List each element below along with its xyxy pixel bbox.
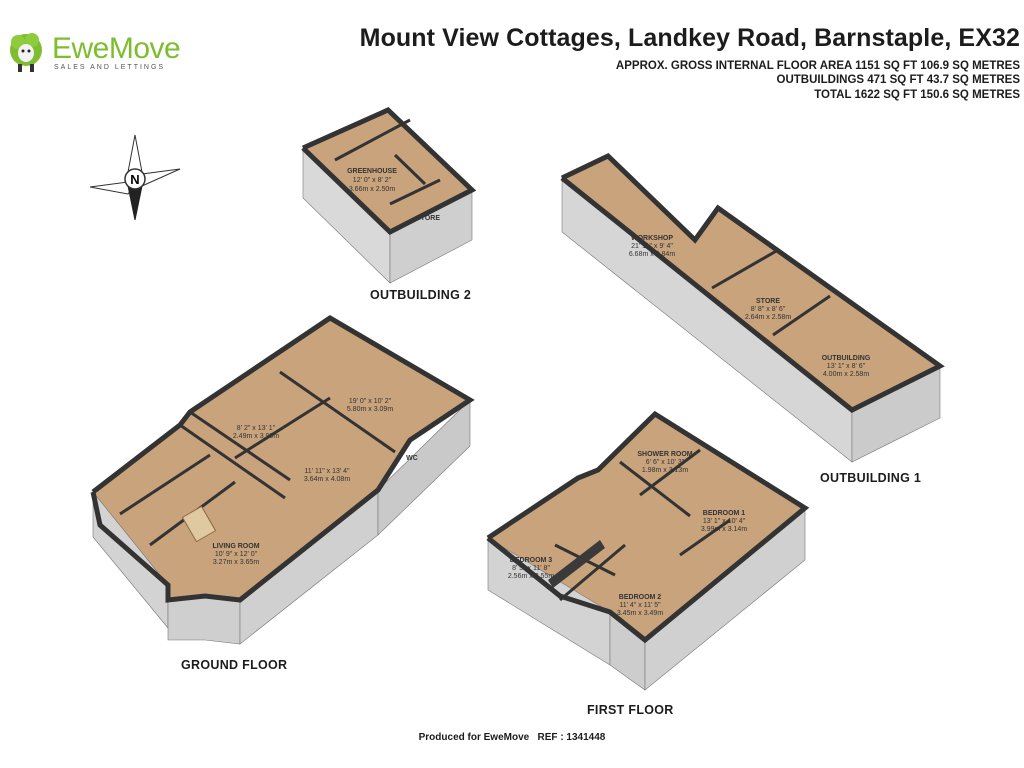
room-size-metric: 1.98m x 3.13m bbox=[642, 467, 688, 474]
compass-icon: N bbox=[89, 134, 181, 221]
room-name: WORKSHOP bbox=[631, 235, 673, 242]
room-name: STORE bbox=[416, 215, 440, 222]
room-size-metric: 3.27m x 3.65m bbox=[213, 559, 259, 566]
room-size-metric: 3.64m x 4.08m bbox=[304, 476, 350, 483]
logo-wordmark: EweMove bbox=[52, 32, 181, 65]
room-size-metric: 6.68m x 2.84m bbox=[629, 251, 675, 258]
room-name: SHOWER ROOM bbox=[637, 451, 692, 458]
room-label-bedroom-3: BEDROOM 3 8' 5" x 11' 8" 2.56m x 3.55m bbox=[508, 557, 554, 580]
room-size-imperial: 11' 11" x 13' 4" bbox=[304, 468, 350, 475]
ewemove-logo bbox=[4, 26, 194, 78]
room-size-metric: 4.00m x 2.58m bbox=[823, 371, 869, 378]
first-floor-plan bbox=[486, 410, 810, 691]
room-label-living-room: LIVING ROOM 10' 9" x 12' 0" 3.27m x 3.65… bbox=[212, 543, 259, 566]
room-label-workshop: WORKSHOP 21' 11" x 9' 4" 6.68m x 2.84m bbox=[629, 235, 675, 258]
page-title: Mount View Cottages, Landkey Road, Barns… bbox=[359, 24, 1020, 52]
area-total: TOTAL 1622 SQ FT 150.6 SQ METRES bbox=[814, 89, 1020, 101]
outbuilding-2-plan bbox=[301, 107, 477, 284]
room-name: BEDROOM 2 bbox=[619, 594, 662, 601]
room-label-wc: WC bbox=[406, 455, 418, 462]
room-name: LIVING ROOM bbox=[212, 543, 259, 550]
room-size-imperial: 11' 4" x 11' 5" bbox=[619, 602, 661, 609]
room-size-metric: 5.80m x 3.09m bbox=[347, 406, 393, 413]
room-size-imperial: 6' 6" x 10' 3" bbox=[646, 459, 685, 466]
room-size-imperial: 8' 2" x 13' 1" bbox=[237, 425, 276, 432]
room-label-greenhouse: GREENHOUSE 12' 0" x 8' 2" 3.66m x 2.50m bbox=[347, 168, 397, 193]
room-size-imperial: 8' 8" x 8' 6" bbox=[751, 306, 786, 313]
footer-reference: Produced for EweMove REF : 1341448 bbox=[418, 732, 606, 743]
area-gross: APPROX. GROSS INTERNAL FLOOR AREA 1151 S… bbox=[615, 60, 1020, 72]
room-size-metric: 2.64m x 2.58m bbox=[745, 314, 791, 321]
room-label-outbuilding: OUTBUILDING 13' 1" x 8' 6" 4.00m x 2.58m bbox=[822, 355, 871, 378]
room-size-imperial: 8' 5" x 11' 8" bbox=[512, 565, 550, 572]
room-label-dining: 8' 2" x 13' 1" 2.49m x 3.99m bbox=[233, 425, 279, 440]
room-name: BEDROOM 1 bbox=[703, 510, 746, 517]
room-size-metric: 2.49m x 3.99m bbox=[233, 433, 279, 440]
floor-label-outbuilding-1: OUTBUILDING 1 bbox=[820, 471, 922, 485]
floor-label-outbuilding-2: OUTBUILDING 2 bbox=[370, 288, 472, 302]
room-size-metric: 3.99m x 3.14m bbox=[701, 526, 747, 533]
floor-label-first: FIRST FLOOR bbox=[587, 703, 674, 717]
room-name: STORE bbox=[756, 298, 780, 305]
room-size-imperial: 13' 1" x 8' 6" bbox=[827, 363, 866, 370]
outbuilding-1-plan bbox=[560, 152, 945, 463]
room-name: BEDROOM 3 bbox=[510, 557, 553, 564]
room-label-kitchen: 19' 0" x 10' 2" 5.80m x 3.09m bbox=[347, 398, 393, 413]
room-size-imperial: 19' 0" x 10' 2" bbox=[349, 398, 392, 405]
room-name: OUTBUILDING bbox=[822, 355, 871, 362]
area-outbuildings: OUTBUILDINGS 471 SQ FT 43.7 SQ METRES bbox=[776, 74, 1020, 86]
room-size-imperial: 13' 1" x 10' 4" bbox=[703, 518, 746, 525]
room-label-ob1-store: STORE 8' 8" x 8' 6" 2.64m x 2.58m bbox=[745, 298, 791, 321]
floor-label-ground: GROUND FLOOR bbox=[181, 658, 288, 672]
room-size-metric: 2.56m x 3.55m bbox=[508, 573, 554, 580]
room-label-reception: 11' 11" x 13' 4" 3.64m x 4.08m bbox=[304, 468, 350, 483]
compass-label: N bbox=[130, 172, 139, 187]
room-label-ob2-store: STORE bbox=[416, 215, 440, 222]
room-label-shower-room: SHOWER ROOM 6' 6" x 10' 3" 1.98m x 3.13m bbox=[637, 451, 692, 474]
ground-floor-plan bbox=[90, 315, 475, 645]
room-label-bedroom-1: BEDROOM 1 13' 1" x 10' 4" 3.99m x 3.14m bbox=[701, 510, 747, 533]
room-size-metric: 3.66m x 2.50m bbox=[349, 186, 395, 193]
room-size-imperial: 12' 0" x 8' 2" bbox=[353, 177, 392, 184]
room-size-imperial: 21' 11" x 9' 4" bbox=[631, 243, 673, 250]
room-size-imperial: 10' 9" x 12' 0" bbox=[215, 551, 258, 558]
room-name: WC bbox=[406, 455, 418, 462]
sheep-icon bbox=[10, 33, 42, 72]
room-label-bedroom-2: BEDROOM 2 11' 4" x 11' 5" 3.45m x 3.49m bbox=[617, 594, 663, 617]
room-name: GREENHOUSE bbox=[347, 168, 397, 175]
logo-tagline: SALES AND LETTINGS bbox=[54, 64, 166, 71]
room-size-metric: 3.45m x 3.49m bbox=[617, 610, 663, 617]
